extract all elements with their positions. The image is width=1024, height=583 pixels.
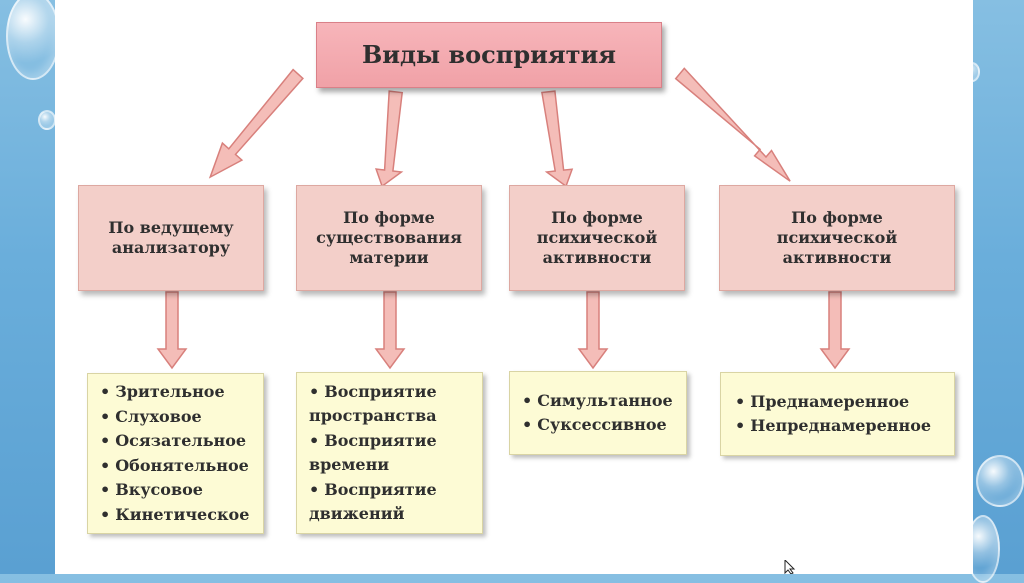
category-box-mental-activity: По форме психической активности xyxy=(509,185,685,291)
list-item: Восприятие времени xyxy=(309,429,469,478)
arrow-diagonal xyxy=(674,67,791,182)
bubble-decoration xyxy=(976,455,1024,507)
list-item: Преднамеренное xyxy=(735,390,931,415)
list-item: Вкусовое xyxy=(100,478,249,503)
list-item: Слуховое xyxy=(100,405,249,430)
list-item: Сукcессивное xyxy=(522,413,673,438)
list-matter-types: Восприятие пространства Восприятие време… xyxy=(309,380,469,527)
list-item: Восприятие движений xyxy=(309,478,469,527)
arrow-diagonal xyxy=(208,68,304,179)
arrow-down xyxy=(374,90,404,188)
list-box-matter-types: Восприятие пространства Восприятие време… xyxy=(296,372,483,534)
arrow-down xyxy=(541,90,574,188)
category-box-mental-activity-2: По форме психической активности xyxy=(719,185,955,291)
category-box-matter-form: По форме существования материи xyxy=(296,185,482,291)
list-item: Кинетическое xyxy=(100,503,249,528)
list-box-activity-types: Симультанное Сукcессивное xyxy=(509,371,687,455)
list-item: Обонятельное xyxy=(100,454,249,479)
list-item: Симультанное xyxy=(522,389,672,414)
list-item: Восприятие пространства xyxy=(309,380,469,429)
list-intent-types: Преднамеренное Непреднамеренное xyxy=(735,390,931,439)
list-item: Зрительное xyxy=(100,380,249,405)
list-analyzer-types: Зрительное Слуховое Осязательное Обоняте… xyxy=(100,380,249,527)
diagram-title: Виды восприятия xyxy=(316,22,662,88)
category-box-leading-analyzer: По ведущему анализатору xyxy=(78,185,264,291)
arrow-down xyxy=(577,291,609,370)
list-activity-types: Симультанное Сукcессивное xyxy=(522,389,673,438)
list-item: Осязательное xyxy=(100,429,249,454)
list-box-intent-types: Преднамеренное Непреднамеренное xyxy=(720,372,955,456)
mouse-cursor-icon xyxy=(784,560,796,574)
arrow-down xyxy=(374,291,406,370)
list-box-analyzer-types: Зрительное Слуховое Осязательное Обоняте… xyxy=(87,373,264,534)
list-item: Непреднамеренное xyxy=(735,414,931,439)
arrow-down xyxy=(156,291,188,370)
arrow-down xyxy=(819,291,851,370)
